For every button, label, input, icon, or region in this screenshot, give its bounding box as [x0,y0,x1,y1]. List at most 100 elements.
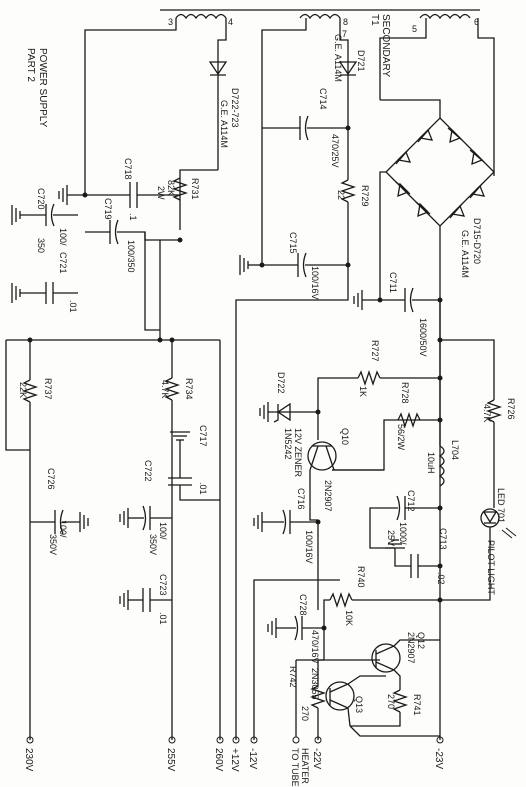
r731-label: R731 [190,178,200,200]
heater-regulator: R740 10K C728 470/16V Q12 2N2907 R741 27… [267,566,444,787]
output-255v: 255V [165,748,176,772]
pilot-led-branch: R726 4.7K LED 701 PILOT LIGHT [437,337,517,601]
c722-value: 100/ [158,522,168,540]
r734-value: 4.7K [160,380,170,399]
c721-label: C721 [58,252,68,274]
resistor-r731-icon [171,177,189,201]
c715-value: 100/16V [310,266,320,300]
terminal-minus22v-icon [314,736,322,744]
resistor-r737-icon [21,379,39,403]
ground-icon [119,590,129,610]
d722-type: G.E. A114M [219,100,229,148]
c721-value2: .01 [68,300,78,313]
terminal-255v-icon [168,736,176,744]
c722-value2: 350V [148,534,158,555]
r729-value: 22 [336,190,346,200]
d721-label: D721 [356,50,366,72]
d722-label: D722-723 [230,88,240,128]
resistor-r734-icon [163,377,181,401]
resistor-r727-icon [357,369,381,387]
c712-label: C712 [406,490,416,512]
c716-value: 100/16V [304,530,314,564]
q12-type: 2N2907 [406,632,416,664]
resistor-r729-icon [339,179,357,203]
transistor-q12-icon [371,643,401,673]
c720-c721-group: C720 100/ C721 350 .01 [11,188,78,313]
inductor-l704-icon [438,445,445,487]
c726-value2: 350V [48,534,58,555]
c717-value: .01 [198,482,208,495]
terminal-230v-icon [26,736,34,744]
c722-label: C722 [143,460,153,482]
c721-value: 350 [36,238,46,253]
resistor-r741-icon [391,689,409,713]
pin-5: 5 [412,24,417,34]
c712-value: 1000/ [398,522,408,545]
q13-type: 2N3055 [310,668,320,700]
terminal-minus12v-icon [250,736,258,744]
resistor-r728-icon [397,411,421,429]
pin-6: 6 [474,17,479,27]
ground-icon [253,512,263,532]
led-desc: PILOT LIGHT [486,540,496,595]
r728-label: R728 [400,382,410,404]
r741-label: R741 [412,694,422,716]
r742-value: 270 [300,706,310,721]
c718-value: .1 [128,213,138,221]
c728-label: C728 [298,594,308,616]
terminal-plus12v-icon [232,736,240,744]
c717-label: C717 [198,425,208,447]
led-label: LED 701 [496,488,506,523]
r731-value2: 2W [156,186,166,200]
c713-value: .02 [436,572,446,585]
heater-label1: TO TUBE [290,748,300,787]
terminal-minus23v-icon [436,736,444,744]
output-minus23v: -23V [433,748,444,769]
transformer-t1: 3 4 8 7 5 6 T1 SECONDARY [160,9,480,77]
c711-value: 1600/50V [418,318,428,357]
r737-label: R737 [43,378,53,400]
c713-label: C713 [438,528,448,550]
l704-label: L704 [450,440,460,460]
terminal-heater-icon [292,736,300,744]
pin-3: 3 [168,17,173,27]
r727-label: R727 [370,340,380,362]
output-plus12v: +12V [229,748,240,772]
r742-label: R742 [288,666,298,688]
output-260v-branch: 260V [213,340,224,772]
pin-4: 4 [228,17,233,27]
r727-value: 1K [358,386,368,397]
transistor-q13-icon [325,681,355,711]
ground-icon [58,185,85,205]
l704-value: 10uH [426,452,436,474]
bridge-rectifier: D715-D720 G.E. A114M [379,18,495,740]
heater-label2: HEATER [300,748,310,784]
ground-icon [170,431,190,441]
ground-icon [385,539,405,549]
c711-label: C711 [388,272,398,293]
ground-icon [259,402,269,422]
c715-label: C715 [288,232,298,254]
r726-value: 4.7K [482,404,492,423]
t1-label: T1 [369,14,380,26]
output-260v: 260V [213,748,224,772]
c723-value: .01 [158,612,168,625]
r726-label: R726 [506,398,516,420]
d721-type: G.E. A114M [333,34,343,82]
output-255v-branch: R734 4.7K C717 .01 C722 100/ 350V C723 .… [119,340,220,772]
title-line2: PART 2 [25,48,36,82]
ground-icon [239,255,262,275]
d715-type: G.E. A114M [460,230,470,278]
t1-secondary-label: SECONDARY [380,14,391,77]
r740-label: R740 [356,566,366,588]
ground-icon [79,512,89,532]
output-minus22v: -22V [311,748,322,769]
terminal-260v-icon [216,736,224,744]
c719-value: 100/350 [126,240,136,273]
high-voltage-section: D722-723 G.E. A114M C718 .1 R731 82K 2W … [58,18,240,343]
c726-value: 100/ [58,520,68,538]
output-230v-branch: R737 22K C726 100/ 350V 230V [18,340,89,772]
c726-label: C726 [46,468,56,490]
r728-value: 56/2W [396,424,406,451]
d715-label: D715-D720 [472,218,482,264]
